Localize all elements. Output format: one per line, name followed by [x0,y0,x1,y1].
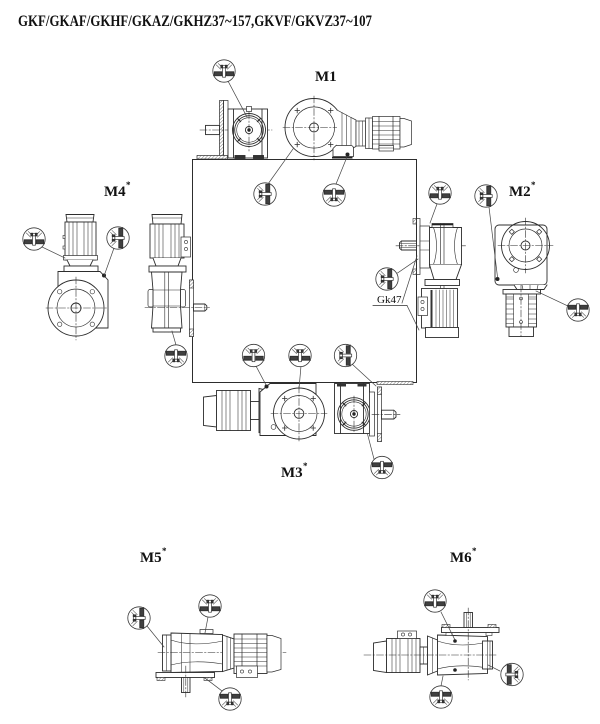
svg-text:M1: M1 [315,69,337,85]
svg-text:Gk47: Gk47 [377,294,402,306]
svg-text:M6: M6 [450,550,472,566]
svg-text:GKF/GKAF/GKHF/GKAZ/GKHZ37~157,: GKF/GKAF/GKHF/GKAZ/GKHZ37~157,GKVF/GKVZ3… [18,13,372,30]
svg-text:*: * [303,461,308,471]
svg-text:*: * [531,180,536,190]
svg-text:*: * [472,546,477,556]
svg-text:M4: M4 [104,184,126,200]
svg-text:M5: M5 [140,550,162,566]
svg-text:M3: M3 [281,465,303,481]
svg-text:*: * [126,180,131,190]
svg-text:M2: M2 [509,184,531,200]
svg-text:*: * [162,546,167,556]
